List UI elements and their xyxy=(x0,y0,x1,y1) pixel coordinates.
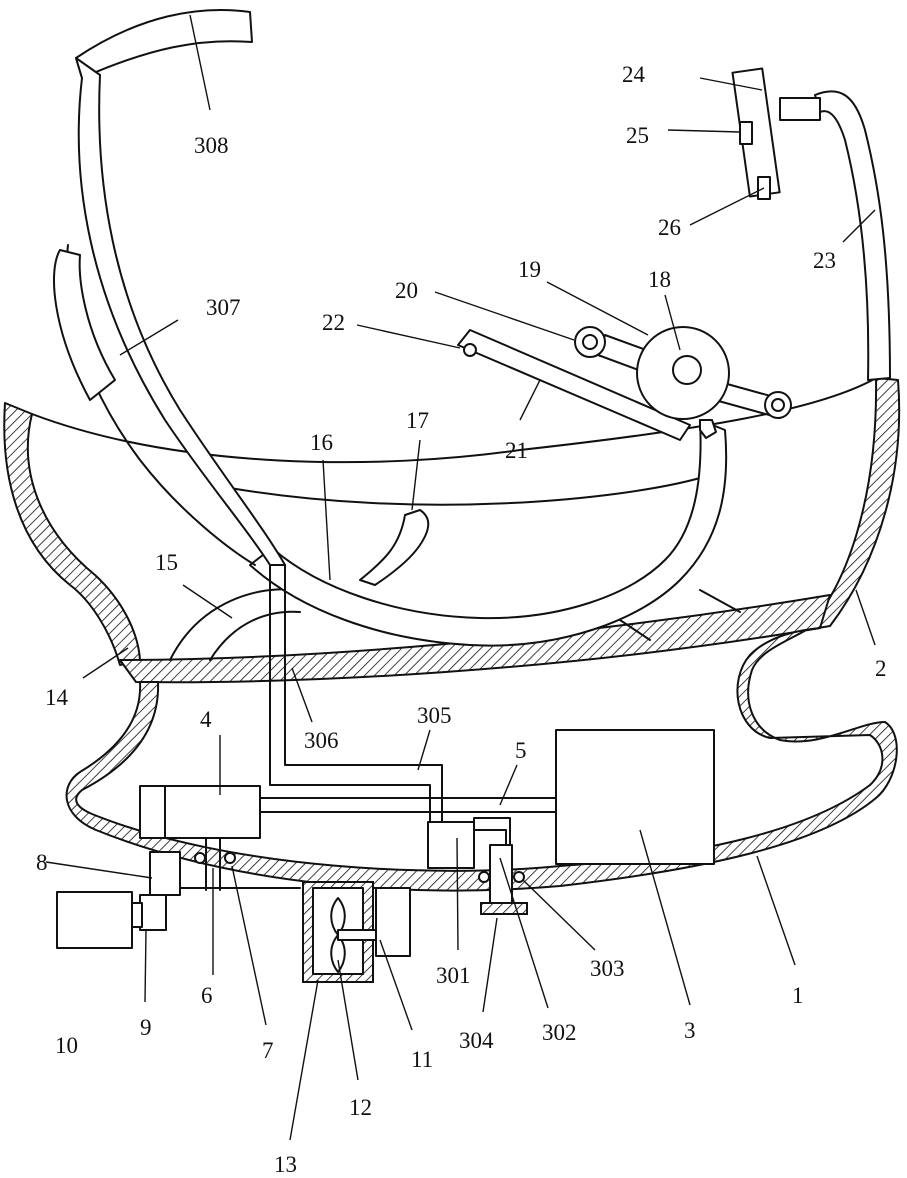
label-9: 9 xyxy=(140,1015,152,1040)
arm-23 xyxy=(815,91,890,380)
label-7: 7 xyxy=(262,1038,274,1063)
label-305: 305 xyxy=(417,703,452,728)
label-3: 3 xyxy=(684,1018,696,1043)
label-306: 306 xyxy=(304,728,339,753)
motor-4-back xyxy=(140,786,168,838)
label-5: 5 xyxy=(515,738,527,763)
filter-304 xyxy=(481,903,527,914)
label-21: 21 xyxy=(505,438,528,463)
label-1: 1 xyxy=(792,983,804,1008)
support-arc-15-inner xyxy=(210,612,300,660)
label-6: 6 xyxy=(201,983,213,1008)
bearing-7-right xyxy=(225,853,235,863)
label-12: 12 xyxy=(349,1095,372,1120)
motor-10-shaft xyxy=(132,903,142,927)
nozzle-25 xyxy=(740,122,752,144)
label-302: 302 xyxy=(542,1020,577,1045)
frame-307-arc xyxy=(76,58,285,565)
box-3 xyxy=(556,730,714,864)
pipe-5 xyxy=(260,798,556,812)
label-303: 303 xyxy=(590,956,625,981)
seal-303-right xyxy=(514,872,524,882)
motor-4 xyxy=(165,786,260,838)
label-13: 13 xyxy=(274,1152,297,1177)
seal-303-left xyxy=(479,872,489,882)
label-23: 23 xyxy=(813,248,836,273)
pivot-22 xyxy=(464,344,476,356)
bearing-7-left xyxy=(195,853,205,863)
bracket-8 xyxy=(150,852,180,895)
frame-308-top xyxy=(76,10,252,78)
label-22: 22 xyxy=(322,310,345,335)
label-307: 307 xyxy=(206,295,241,320)
label-24: 24 xyxy=(622,62,646,87)
label-25: 25 xyxy=(626,123,649,148)
label-15: 15 xyxy=(155,550,178,575)
support-arc-15 xyxy=(170,589,300,660)
label-301: 301 xyxy=(436,963,471,988)
label-20: 20 xyxy=(395,278,418,303)
coupling-9 xyxy=(140,895,166,930)
label-16: 16 xyxy=(310,430,333,455)
fan-shaft xyxy=(338,930,376,940)
shell-left-wall xyxy=(4,403,140,665)
head-connector xyxy=(780,98,820,120)
stem-302 xyxy=(490,845,512,903)
label-26: 26 xyxy=(658,215,681,240)
label-11: 11 xyxy=(411,1047,433,1072)
label-18: 18 xyxy=(648,267,671,292)
blade-17 xyxy=(360,510,428,585)
label-4: 4 xyxy=(200,707,212,732)
wheel-18-hub xyxy=(673,356,701,384)
label-304: 304 xyxy=(459,1028,494,1053)
basin-mid-line xyxy=(230,478,700,505)
label-308: 308 xyxy=(194,133,229,158)
pump-301 xyxy=(428,822,474,868)
roller-20-inner xyxy=(583,335,597,349)
roller-right-inner xyxy=(772,399,784,411)
motor-10 xyxy=(57,892,132,948)
shell-right-wall xyxy=(806,378,899,630)
label-10: 10 xyxy=(55,1033,78,1058)
label-19: 19 xyxy=(518,257,541,282)
label-17: 17 xyxy=(406,408,429,433)
label-2: 2 xyxy=(875,656,887,681)
label-8: 8 xyxy=(36,850,48,875)
label-14: 14 xyxy=(45,685,69,710)
motor-11 xyxy=(376,888,410,956)
